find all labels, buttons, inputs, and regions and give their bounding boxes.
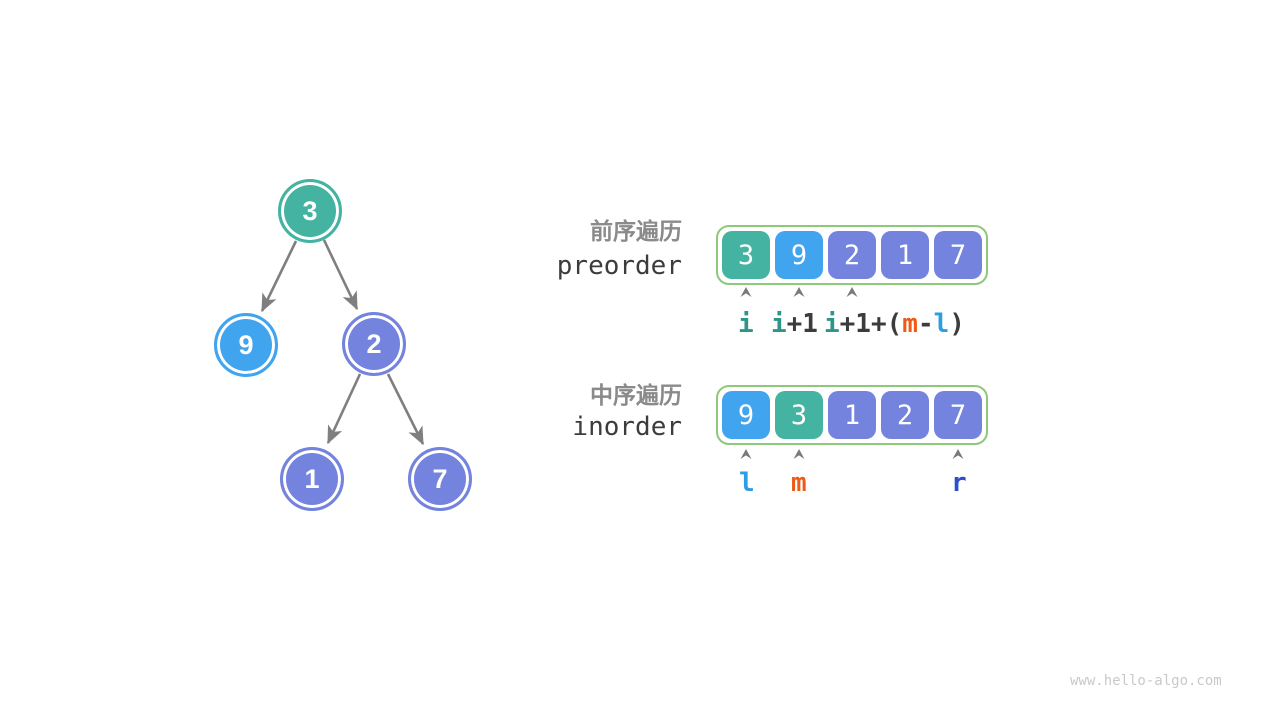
tree-node-value: 7 xyxy=(432,463,448,494)
index-label-segment: +1 xyxy=(786,309,818,339)
array-cell: 7 xyxy=(934,391,982,439)
index-label-segment: ) xyxy=(949,309,965,339)
up-caret-icon xyxy=(952,449,964,459)
tree-node: 1 xyxy=(280,447,344,511)
preorder-label-zh: 前序遍历 xyxy=(590,218,682,244)
inorder-pointer-label-r: r xyxy=(951,468,967,498)
up-caret-icon xyxy=(846,287,858,297)
array-cell: 1 xyxy=(881,231,929,279)
tree-edge xyxy=(260,240,298,313)
index-label-segment: - xyxy=(917,309,934,339)
index-label-segment: l xyxy=(739,468,755,498)
preorder-pointer-label-i-plus-1-plus-m-minus-l: i+1+(m-l) xyxy=(824,309,965,339)
tree-edge xyxy=(386,373,425,446)
index-label-segment: i xyxy=(771,309,787,339)
preorder-label-en: preorder xyxy=(556,251,682,281)
tree-node-value: 3 xyxy=(302,195,318,226)
index-label-segment: +1+( xyxy=(839,309,903,339)
tree-node-value: 2 xyxy=(366,328,382,359)
preorder-pointer-label-i-plus-1: i+1 xyxy=(771,309,818,339)
tree-node: 7 xyxy=(408,447,472,511)
preorder-array: 3 9 2 1 7 xyxy=(716,225,988,285)
array-cell: 7 xyxy=(934,231,982,279)
index-label-segment: l xyxy=(933,309,950,339)
tree-node: 9 xyxy=(214,313,278,377)
tree-edge xyxy=(322,239,359,311)
inorder-pointer-label-m: m xyxy=(791,468,807,498)
array-cell: 3 xyxy=(775,391,823,439)
tree-node-value: 1 xyxy=(304,463,320,494)
array-cell: 1 xyxy=(828,391,876,439)
index-label-segment: m xyxy=(791,468,807,498)
up-caret-icon xyxy=(793,449,805,459)
tree-edge xyxy=(326,373,362,445)
index-label-segment: m xyxy=(902,309,918,339)
array-cell: 9 xyxy=(722,391,770,439)
array-cell: 3 xyxy=(722,231,770,279)
up-caret-icon xyxy=(740,449,752,459)
preorder-pointer-label-i: i xyxy=(738,309,754,339)
inorder-pointer-label-l: l xyxy=(739,468,755,498)
index-label-segment: i xyxy=(824,309,840,339)
tree-node-value: 9 xyxy=(238,329,254,360)
index-label-segment: r xyxy=(951,468,967,498)
inorder-array: 9 3 1 2 7 xyxy=(716,385,988,445)
array-cell: 2 xyxy=(828,231,876,279)
array-cell: 2 xyxy=(881,391,929,439)
up-caret-icon xyxy=(793,287,805,297)
inorder-label-en: inorder xyxy=(572,412,682,442)
watermark: www.hello-algo.com xyxy=(1070,673,1222,689)
array-cell: 9 xyxy=(775,231,823,279)
index-label-segment: i xyxy=(738,309,754,339)
tree-node-root: 3 xyxy=(278,179,342,243)
up-caret-icon xyxy=(740,287,752,297)
tree-node: 2 xyxy=(342,312,406,376)
inorder-label-zh: 中序遍历 xyxy=(590,382,682,408)
